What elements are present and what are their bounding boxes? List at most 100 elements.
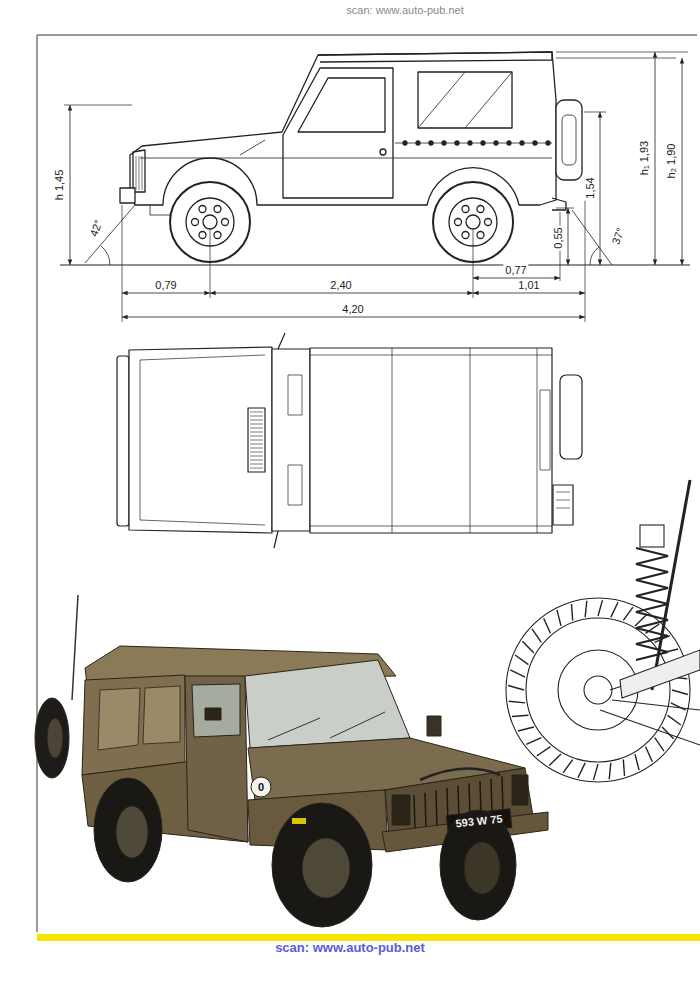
- vent-slat: [250, 420, 263, 421]
- headlight-right: [512, 775, 528, 805]
- vent-slat: [250, 432, 263, 433]
- front-hardware: [150, 205, 170, 215]
- tread-block: [662, 727, 674, 739]
- roof-seams: [310, 348, 552, 533]
- drawing-line: [210, 293, 473, 294]
- tread-block: [571, 604, 572, 620]
- vent-slat: [250, 460, 263, 461]
- spare-hub: [562, 115, 576, 165]
- extension-lines: [64, 52, 688, 322]
- front-hub-photo: [302, 838, 350, 898]
- canvas-fasteners: [403, 141, 550, 145]
- rim-hole: [199, 231, 206, 238]
- tread-block: [532, 629, 541, 643]
- rim-hole: [485, 219, 492, 226]
- fastener: [455, 141, 459, 145]
- dimension-label: 1,01: [516, 279, 541, 291]
- tread-block: [623, 760, 624, 776]
- front-wheel-photo: [272, 803, 372, 927]
- drawing-line: [64, 105, 132, 106]
- drawing-g: [35, 595, 548, 927]
- tread-block: [512, 715, 528, 716]
- angle-label: 37°: [609, 224, 627, 248]
- tread-block: [609, 763, 611, 779]
- drawing-line: [682, 58, 683, 265]
- dimension-label: 0,79: [153, 279, 178, 291]
- drawing-g: [250, 412, 263, 468]
- windshield-top: [272, 349, 310, 531]
- dimension-label: 0,77: [503, 264, 528, 276]
- vent-slat: [250, 416, 263, 417]
- door-roundel: [251, 777, 271, 797]
- canvas-top: [318, 52, 552, 62]
- spare-wheel: [556, 100, 582, 180]
- antenna: [72, 595, 78, 700]
- drawing-line: [556, 58, 676, 59]
- canvas-windows: [98, 686, 180, 750]
- tread-block: [526, 738, 541, 745]
- rear-hub-photo: [116, 806, 148, 858]
- mirror-top: [274, 333, 285, 548]
- dimension-label: 4,20: [340, 303, 365, 315]
- drawing-line: [37, 35, 697, 36]
- rim-hole: [214, 231, 221, 238]
- door-photo: [185, 676, 248, 842]
- tread-block: [549, 754, 561, 766]
- tread-block: [508, 686, 524, 690]
- drawing-g: [170, 182, 513, 262]
- vent-slat: [250, 436, 263, 437]
- drawing-line: [556, 52, 688, 53]
- drawing-line: [473, 293, 585, 294]
- vent-slat: [250, 412, 263, 413]
- rim-hole: [214, 206, 221, 213]
- fastener: [481, 141, 485, 145]
- door-window: [298, 78, 385, 132]
- rim-hole: [192, 219, 199, 226]
- vent-slat: [250, 428, 263, 429]
- vent-slat: [250, 440, 263, 441]
- vent: [248, 408, 265, 472]
- rim-hole: [455, 219, 462, 226]
- drawing-path: [101, 246, 110, 265]
- dimension-label: h₂ 1,90: [665, 142, 677, 181]
- drawing-line: [473, 230, 474, 298]
- grille-bar: [414, 795, 415, 830]
- vent-slat: [250, 444, 263, 445]
- tread-block: [598, 600, 602, 616]
- body-outline: [130, 52, 556, 205]
- vent-slat: [250, 456, 263, 457]
- fastener: [546, 141, 550, 145]
- grille-bar: [491, 779, 492, 813]
- door-handle: [380, 149, 386, 155]
- jerrycan-ribs: [556, 492, 570, 508]
- roof-top: [310, 348, 552, 533]
- tread-block: [518, 727, 534, 731]
- drawing-line: [568, 208, 569, 265]
- wipers: [268, 712, 385, 740]
- vent-slat: [250, 452, 263, 453]
- spare-wheel-photo: [35, 698, 69, 778]
- grille-bar: [425, 793, 426, 828]
- dimension-label: h 1,45: [53, 168, 65, 203]
- rim-hole: [477, 206, 484, 213]
- side-mirror: [205, 708, 221, 720]
- fastener: [520, 141, 524, 145]
- vent-slat: [250, 424, 263, 425]
- rim-hole: [222, 219, 229, 226]
- windshield: [245, 660, 410, 748]
- grille-bar: [436, 790, 437, 825]
- fastener: [403, 141, 407, 145]
- headlight-left: [392, 795, 410, 825]
- tread-block: [515, 655, 528, 665]
- drawing-g: [508, 600, 688, 780]
- angle-lines: [85, 205, 612, 265]
- drawing-line: [584, 112, 606, 113]
- tread-block: [578, 763, 585, 778]
- dimension-label: 2,40: [328, 279, 353, 291]
- drawing-path: [590, 247, 599, 265]
- license-plate-text: 593 W 75: [453, 812, 505, 829]
- tread-block: [611, 602, 618, 617]
- window-bars: [418, 72, 512, 128]
